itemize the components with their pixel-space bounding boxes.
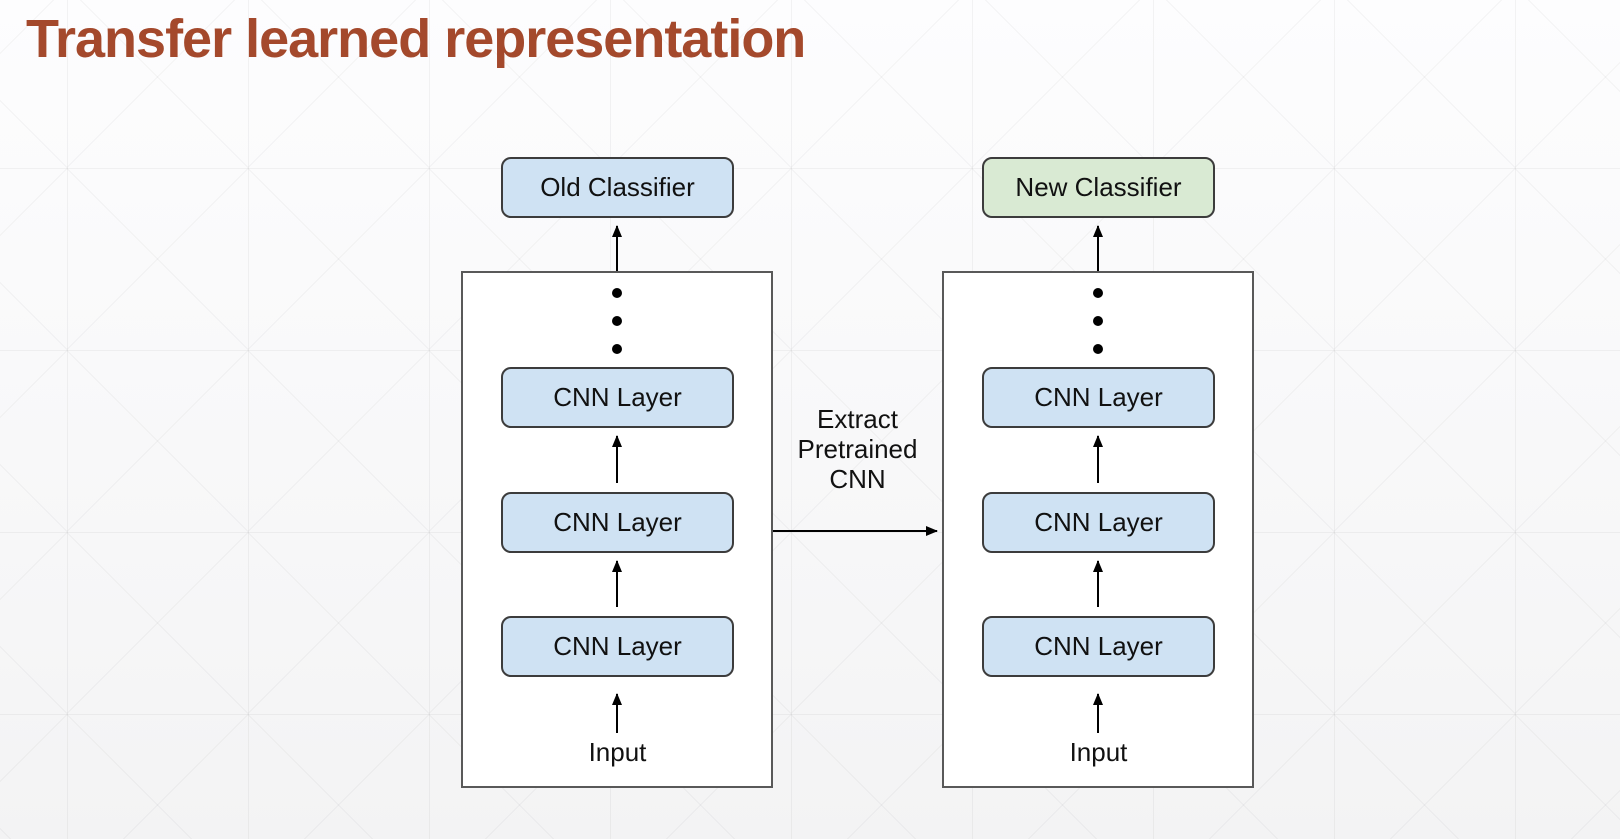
ellipsis-dot (1093, 316, 1103, 326)
ellipsis-dots (612, 288, 622, 354)
ellipsis-dot (612, 316, 622, 326)
old-input-label: Input (588, 737, 647, 767)
new-classifier-box: New Classifier (982, 157, 1215, 218)
old-cnn-layer-top: CNN Layer (501, 367, 734, 428)
transfer-arrow-label-line: CNN (829, 464, 886, 494)
transfer-arrow-label-line: Pretrained (797, 434, 918, 464)
ellipsis-dot (612, 344, 622, 354)
old-cnn-layer-bottom: CNN Layer (501, 616, 734, 677)
arrow-up-icon (616, 226, 618, 271)
old-classifier-box: Old Classifier (501, 157, 734, 218)
ellipsis-dots (1093, 288, 1103, 354)
arrow-up-icon (1097, 436, 1099, 483)
transfer-arrow-icon (773, 530, 937, 532)
old-cnn-layer-middle: CNN Layer (501, 492, 734, 553)
transfer-arrow-label: Extract Pretrained CNN (770, 404, 945, 494)
ellipsis-dot (612, 288, 622, 298)
slide-title: Transfer learned representation (26, 9, 806, 69)
new-cnn-layer-bottom: CNN Layer (982, 616, 1215, 677)
new-input-label: Input (1069, 737, 1128, 767)
ellipsis-dot (1093, 344, 1103, 354)
transfer-arrow-label-line: Extract (817, 404, 898, 434)
arrow-up-icon (1097, 694, 1099, 733)
arrow-up-icon (616, 436, 618, 483)
new-cnn-layer-top: CNN Layer (982, 367, 1215, 428)
arrow-up-icon (1097, 226, 1099, 271)
arrow-up-icon (616, 561, 618, 607)
arrow-up-icon (1097, 561, 1099, 607)
arrow-up-icon (616, 694, 618, 733)
ellipsis-dot (1093, 288, 1103, 298)
new-cnn-layer-middle: CNN Layer (982, 492, 1215, 553)
